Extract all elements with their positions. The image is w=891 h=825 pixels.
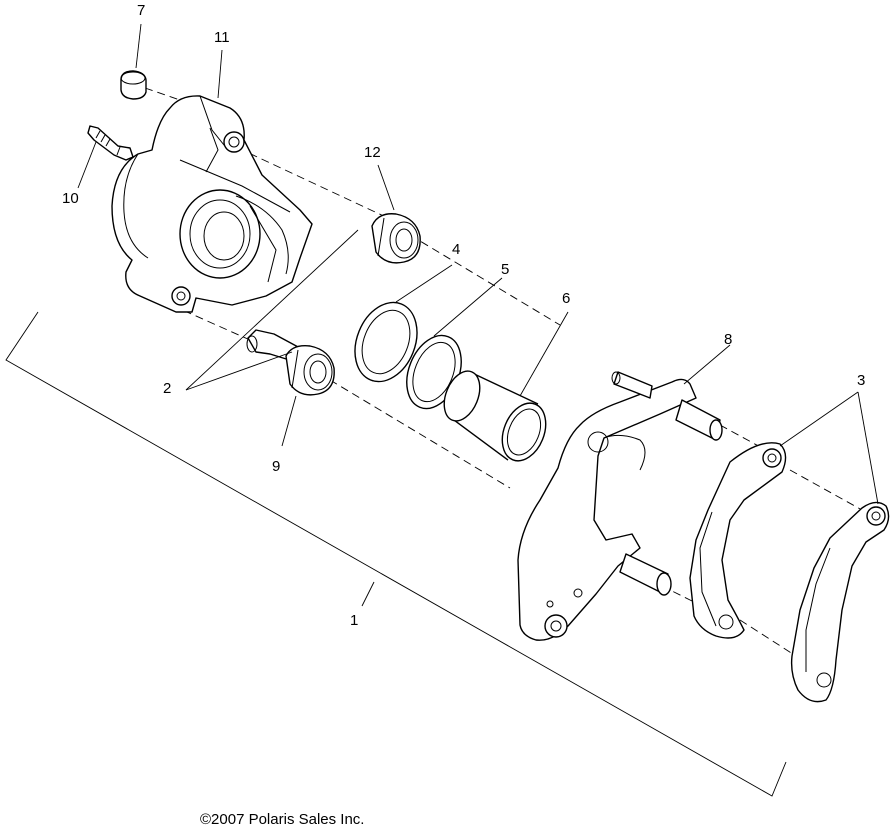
- part-11-caliper-body: [111, 95, 313, 313]
- part-6-piston: [443, 370, 547, 462]
- callout-12: 12: [364, 144, 381, 161]
- part-3-inner-pad: [689, 442, 787, 639]
- callout-6: 6: [562, 290, 570, 307]
- callout-5: 5: [501, 261, 509, 278]
- part-4-piston-seal: [354, 301, 418, 383]
- callout-2: 2: [163, 380, 171, 397]
- callout-1: 1: [350, 612, 358, 629]
- part-7-bleeder-cap: [120, 70, 147, 100]
- part-12-upper-boot: [371, 213, 421, 264]
- callout-8: 8: [724, 331, 732, 348]
- part-9-lower-boot: [285, 345, 335, 396]
- part-10-bleeder-screw: [87, 125, 134, 161]
- callout-7: 7: [137, 2, 145, 19]
- part-8-mounting-bracket: [517, 371, 723, 641]
- copyright-notice: ©2007 Polaris Sales Inc.: [200, 811, 364, 825]
- callout-4: 4: [452, 241, 460, 258]
- callout-3: 3: [857, 372, 865, 389]
- callout-9: 9: [272, 458, 280, 475]
- callout-11: 11: [214, 29, 230, 46]
- leader-lines: [5, 23, 879, 797]
- callout-labels: 7 11 10 12 4 5 6 8 3 2 9 1: [62, 2, 865, 629]
- part-3-outer-pad: [790, 501, 890, 703]
- callout-10: 10: [62, 190, 79, 207]
